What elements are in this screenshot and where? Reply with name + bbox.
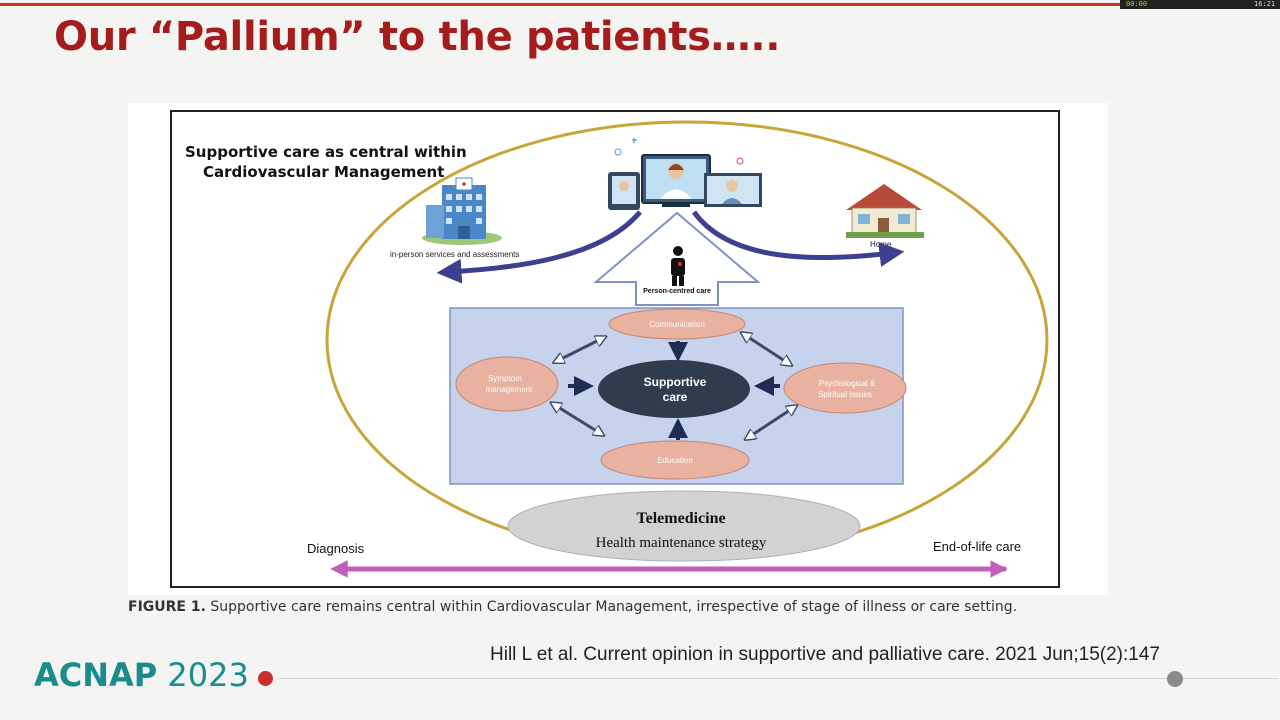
communication-node — [608, 308, 746, 340]
caption-label: FIGURE 1. — [128, 599, 206, 615]
diagnosis-label: Diagnosis — [307, 541, 365, 556]
double-arrow-symptom-education — [558, 407, 603, 435]
total-time: 16:21 — [1254, 0, 1276, 8]
education-node — [600, 440, 750, 480]
health-strategy-label: Health maintenance strategy — [596, 535, 767, 551]
logo-year: 2023 — [167, 656, 249, 694]
symptom-node — [455, 356, 559, 412]
psych-node — [783, 362, 907, 414]
symptom-label-line2: management — [486, 385, 533, 394]
person-centred-label: Person-centred care — [643, 288, 711, 295]
logo-dot-icon — [258, 671, 273, 686]
education-label: Education — [657, 456, 693, 465]
figure-caption: FIGURE 1. Supportive care remains centra… — [128, 599, 1017, 615]
telemedicine-label: Telemedicine — [636, 510, 725, 527]
conference-logo: ACNAP 2023 — [34, 656, 249, 694]
double-arrow-communication-psych — [748, 337, 791, 365]
home-label: Home — [870, 240, 892, 249]
supportive-care-label-line1: Supportive — [644, 375, 707, 389]
caption-text: Supportive care remains central within C… — [205, 599, 1018, 615]
video-time-strip — [1120, 0, 1280, 9]
double-arrow-psych-education — [746, 410, 790, 439]
hospital-label: in-person services and assessments — [390, 250, 519, 259]
communication-label: Communication — [649, 320, 705, 329]
double-arrow-symptom-communication — [561, 337, 605, 359]
home-icon — [846, 184, 924, 238]
logo-name: ACNAP — [34, 656, 158, 694]
end-of-life-label: End-of-life care — [933, 539, 1021, 554]
curve-arrow-left — [436, 210, 642, 284]
telehealth-devices-icon — [608, 138, 762, 210]
supportive-care-node — [598, 360, 750, 418]
slide-title: Our “Pallium” to the patients….. — [54, 14, 781, 60]
figure-heading-line2: Cardiovascular Management — [203, 163, 444, 181]
symptom-label-line1: Symptom — [488, 374, 522, 383]
supportive-care-label-line2: care — [663, 390, 688, 404]
timeline-track[interactable] — [278, 678, 1278, 679]
video-progress-line[interactable] — [0, 3, 1120, 6]
curve-arrow-right — [691, 210, 905, 267]
psych-label-line1: Psychological & — [819, 379, 876, 388]
slider-knob[interactable] — [1167, 671, 1183, 687]
elapsed-time: 00:00 — [1126, 0, 1148, 8]
citation: Hill L et al. Current opinion in support… — [490, 644, 1160, 665]
hospital-icon — [422, 177, 502, 245]
psych-label-line2: Spiritual issues — [818, 390, 872, 399]
person-icon — [671, 246, 685, 286]
figure-frame — [170, 110, 1060, 588]
figure-heading-line1: Supportive care as central within — [185, 143, 467, 161]
